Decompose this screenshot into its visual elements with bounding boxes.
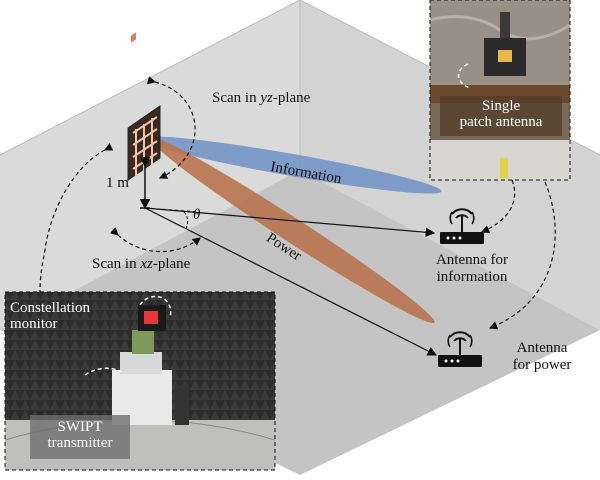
scan-xz-arc [109, 227, 201, 253]
antenna-power-label: Antenna for power [512, 340, 572, 373]
information-beam [142, 136, 442, 194]
scan-yz-arc [146, 76, 196, 179]
constellation-monitor-label: Constellation monitor [10, 300, 90, 332]
antenna-information-label: Antenna for information [435, 252, 509, 285]
theta-label: θ [193, 207, 201, 223]
power-beam [149, 136, 435, 324]
connector-patch-power [488, 181, 556, 330]
info-direction-line [144, 207, 436, 238]
single-patch-caption-box [440, 96, 562, 136]
swipt-caption-box [30, 415, 130, 459]
power-direction-line [144, 207, 438, 356]
swipt-transmitter-label: SWIPT transmitter [47, 419, 113, 451]
antenna-router-icon [438, 331, 482, 367]
theta-arc [183, 211, 189, 230]
scan-xz-label: Scan in xz-plane [92, 256, 191, 272]
antenna-router-icon [440, 208, 484, 244]
single-patch-photo [429, 0, 571, 181]
distance-label: 1 m [106, 175, 129, 191]
single-patch-label: Single patch antenna [459, 98, 543, 130]
scan-yz-label: Scan in yz-plane [212, 90, 311, 106]
connector-patch-info [480, 179, 516, 234]
